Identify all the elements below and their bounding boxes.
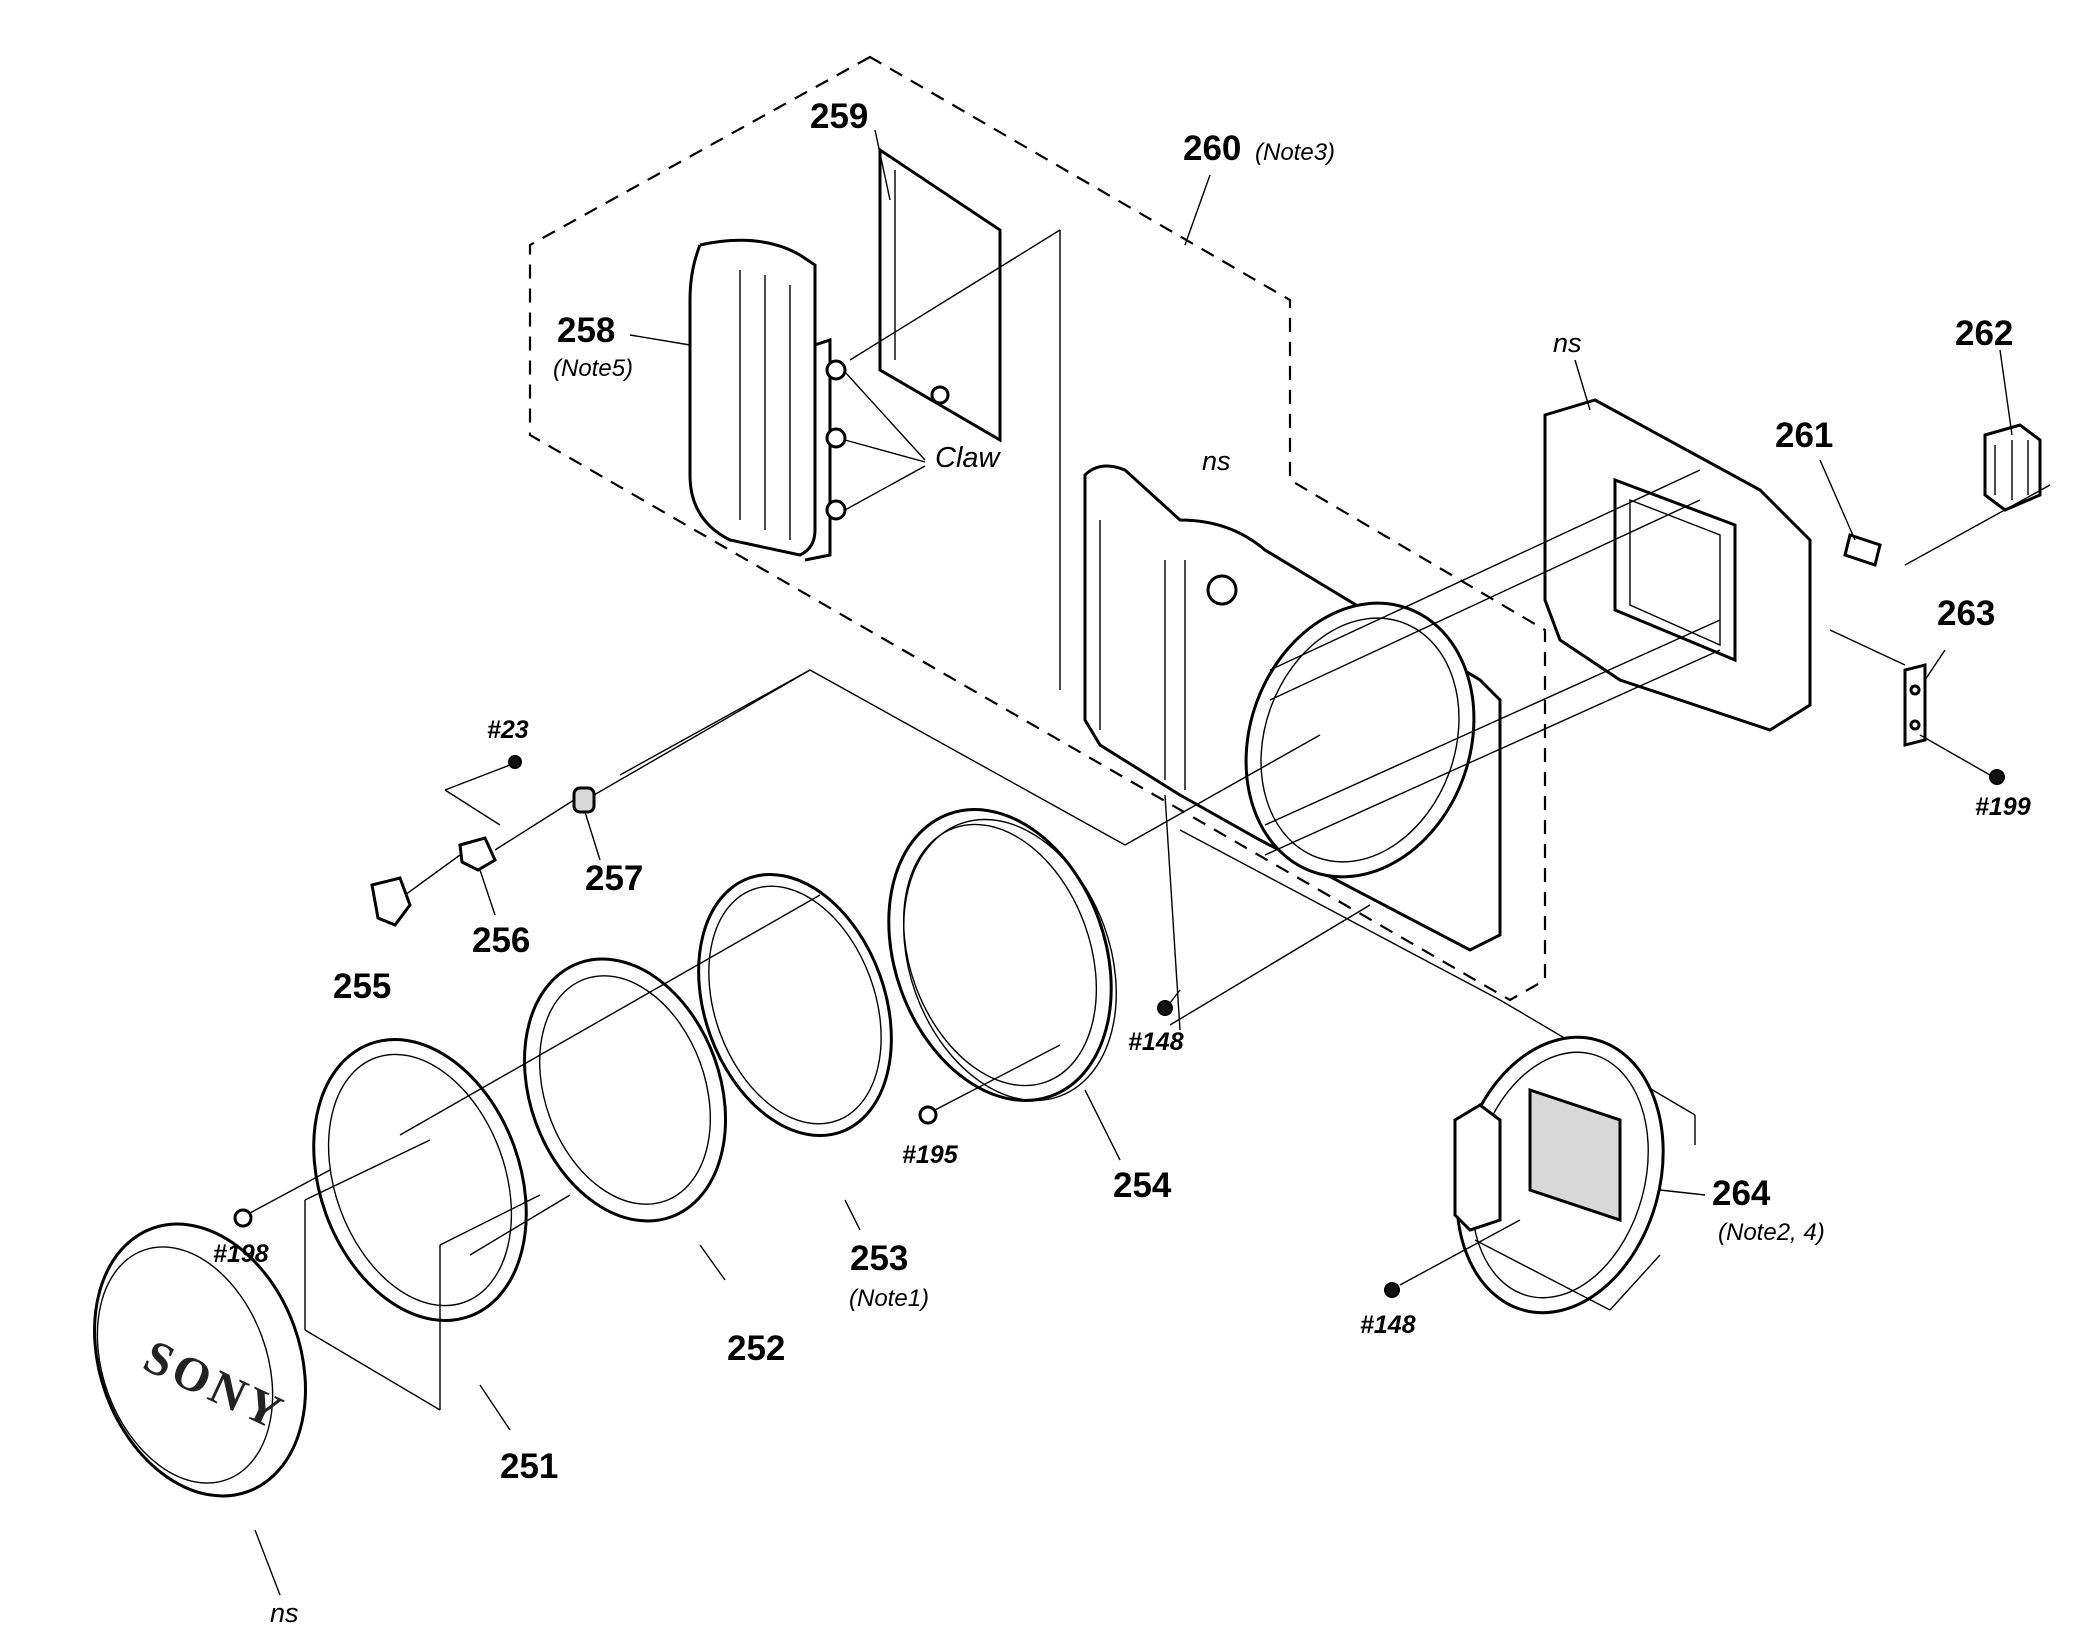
- screw-148-lower-line: [1399, 1219, 1521, 1286]
- label-ns-cap: ns: [270, 1598, 299, 1628]
- label-screw-23: #23: [487, 716, 529, 744]
- part-261-clip: [1843, 533, 1882, 567]
- label-252: 252: [727, 1329, 785, 1368]
- part-252-ring: [522, 957, 728, 1223]
- part-262-switch: [1983, 423, 2042, 512]
- screw-199-line: [1919, 734, 1991, 776]
- claw-leaders: [844, 229, 1061, 690]
- label-screw-148-lower: #148: [1360, 1311, 1416, 1339]
- part-251-mount-ring: [312, 1038, 528, 1322]
- part-263-bracket: [1903, 663, 1927, 747]
- part-256-lever: [458, 836, 497, 872]
- frame-264-box-b: [1609, 1254, 1661, 1311]
- screw-199-icon: [1989, 769, 2005, 785]
- part-257-spring: [572, 786, 596, 814]
- part-255-button: [370, 876, 412, 927]
- label-257: 257: [585, 859, 643, 898]
- label-258: 258: [557, 311, 615, 350]
- leader-252: [699, 1244, 726, 1281]
- screw-198-icon: [233, 1208, 253, 1228]
- label-260-note: (Note3): [1255, 139, 1335, 166]
- alignment-lines: [619, 469, 2051, 1145]
- leader-ns-cap: [254, 1529, 281, 1596]
- screw-198-line: [249, 1169, 331, 1214]
- leader-254: [1084, 1089, 1121, 1161]
- axis-251b: [469, 1194, 571, 1256]
- leader-261: [1819, 459, 1856, 541]
- body-cap: SONY: [93, 1222, 307, 1498]
- leader-256: [479, 869, 496, 916]
- leader-258: [629, 334, 691, 346]
- axis-251: [399, 894, 821, 1136]
- screw-148-upper-line: [1169, 989, 1181, 1004]
- label-ns-chassis: ns: [1553, 328, 1582, 358]
- label-253: 253: [850, 1239, 908, 1278]
- leader-262: [1999, 349, 2013, 436]
- label-251: 251: [500, 1447, 558, 1486]
- label-259: 259: [810, 97, 868, 136]
- label-262: 262: [1955, 314, 2013, 353]
- leader-ns-chassis: [1574, 359, 1591, 411]
- label-261: 261: [1775, 416, 1833, 455]
- leader-260: [1184, 174, 1211, 246]
- box-251: [304, 1329, 441, 1411]
- leader-259: [874, 129, 891, 201]
- label-264-note: (Note2, 4): [1718, 1219, 1825, 1246]
- label-254: 254: [1113, 1166, 1172, 1205]
- box-251e: [304, 1139, 431, 1201]
- label-screw-195: #195: [902, 1141, 959, 1169]
- leader-251: [479, 1384, 511, 1431]
- part-254-ring: [887, 808, 1117, 1102]
- leader-253: [844, 1199, 861, 1231]
- label-claw: Claw: [935, 442, 1002, 474]
- screw-148-lower-icon: [1384, 1282, 1400, 1298]
- label-screw-198: #198: [213, 1240, 269, 1268]
- small-parts-lines: [404, 669, 811, 896]
- label-ns-frame: ns: [1202, 446, 1231, 476]
- label-260: 260: [1183, 129, 1241, 168]
- label-screw-148-upper: #148: [1128, 1028, 1184, 1056]
- leader-257: [584, 811, 601, 861]
- part-258-grip-cover: [688, 238, 847, 562]
- label-256: 256: [472, 921, 530, 960]
- frame-264-box: [1474, 1239, 1611, 1311]
- box-251d: [439, 1194, 541, 1246]
- label-264: 264: [1712, 1174, 1771, 1213]
- label-255: 255: [333, 967, 391, 1006]
- label-258-note: (Note5): [553, 355, 633, 382]
- leader-263: [1924, 649, 1946, 681]
- screw-195-icon: [918, 1105, 938, 1125]
- screw-148-upper-icon: [1157, 1000, 1173, 1016]
- label-253-note: (Note1): [849, 1285, 929, 1312]
- screw-195-line: [934, 1044, 1061, 1111]
- part-264-sensor-unit: [1453, 1035, 1665, 1315]
- label-263: 263: [1937, 594, 1995, 633]
- leader-264: [1659, 1189, 1706, 1196]
- part-259-cover-plate: [878, 147, 1002, 443]
- screw-23-icon: [508, 755, 522, 769]
- label-screw-199: #199: [1975, 793, 2031, 821]
- part-253-ring: [697, 872, 893, 1138]
